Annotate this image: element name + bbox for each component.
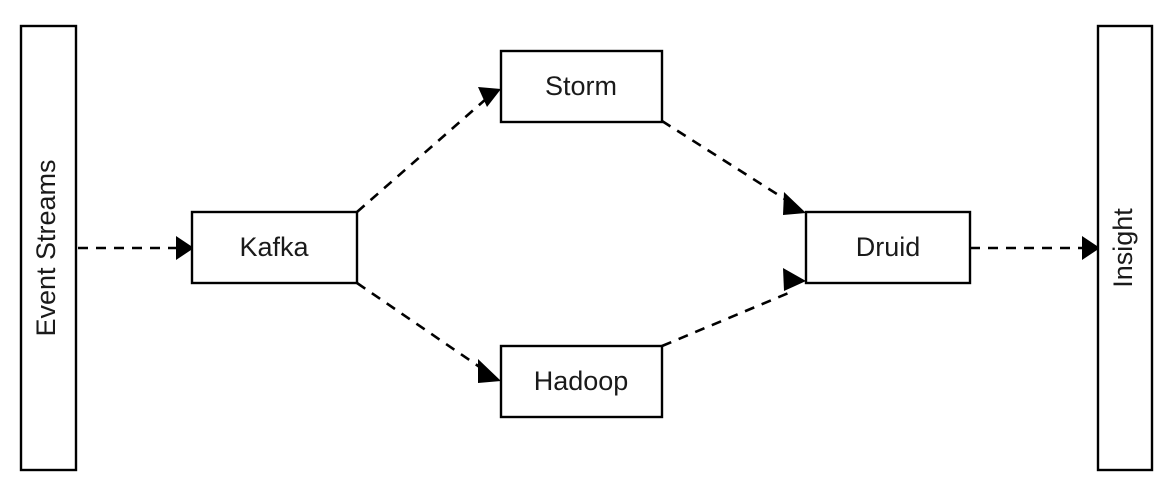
node-druid[interactable]: Druid (804, 210, 972, 285)
node-label-event-streams: Event Streams (31, 159, 61, 336)
edge-druid-to-insight (970, 236, 1100, 260)
arrowhead-icon (783, 268, 806, 291)
edge-line (661, 290, 792, 348)
arrowhead-icon (783, 192, 806, 215)
node-label-kafka: Kafka (239, 232, 309, 262)
node-label-insight: Insight (1108, 208, 1138, 288)
node-label-druid: Druid (856, 232, 921, 262)
edge-hadoop-to-druid (661, 268, 806, 348)
edge-event-streams-to-kafka (78, 236, 194, 260)
edge-kafka-to-storm (356, 87, 501, 213)
edge-line (356, 281, 485, 372)
node-box[interactable] (804, 210, 972, 285)
node-event-streams[interactable]: Event Streams (19, 24, 78, 472)
arrowhead-icon (176, 236, 194, 260)
edge-storm-to-druid (661, 119, 806, 215)
arrowhead-icon (478, 359, 501, 383)
edge-kafka-to-hadoop (356, 281, 501, 383)
arrowhead-icon (478, 87, 501, 107)
node-box[interactable] (1096, 24, 1154, 472)
node-label-storm: Storm (545, 71, 617, 101)
node-hadoop[interactable]: Hadoop (499, 344, 664, 419)
edge-line (356, 98, 487, 213)
node-storm[interactable]: Storm (499, 49, 664, 124)
node-box[interactable] (499, 49, 664, 124)
edge-line (661, 119, 792, 205)
node-box[interactable] (19, 24, 78, 472)
node-insight[interactable]: Insight (1096, 24, 1154, 472)
node-label-hadoop: Hadoop (534, 366, 629, 396)
node-box[interactable] (190, 210, 359, 285)
arrowhead-icon (1082, 236, 1100, 260)
node-kafka[interactable]: Kafka (190, 210, 359, 285)
node-box[interactable] (499, 344, 664, 419)
